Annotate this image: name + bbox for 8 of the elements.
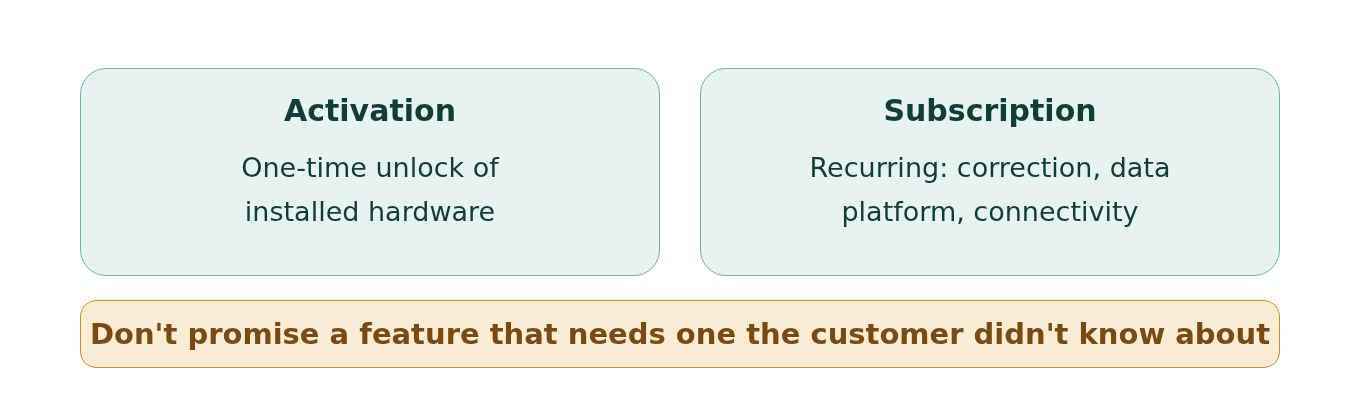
card-heading: Activation (284, 92, 456, 130)
card-heading: Subscription (883, 92, 1097, 130)
card-text: One-time unlock of installed hardware (240, 151, 501, 229)
info-card (700, 68, 1280, 276)
card-text: Recurring: correction, data platform, connectivity (808, 151, 1172, 229)
banner-text: Don't promise a feature that needs one the customer didn't know about (89, 316, 1271, 353)
info-card (80, 68, 660, 276)
warning-banner (80, 300, 1280, 368)
